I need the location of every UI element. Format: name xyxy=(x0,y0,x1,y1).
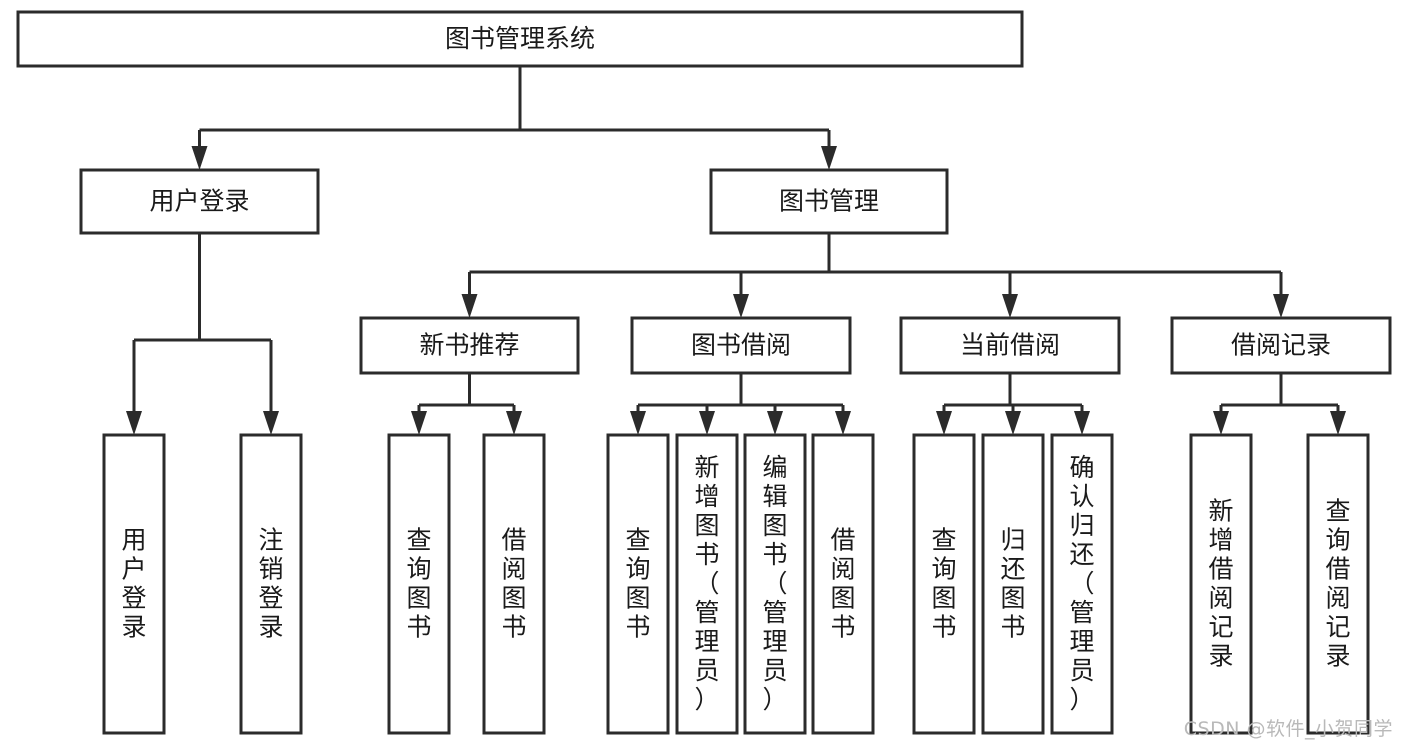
node-box xyxy=(1050,433,1114,735)
arrow-head-icon xyxy=(767,411,783,435)
node-box xyxy=(359,316,580,375)
node-box xyxy=(1189,433,1253,735)
node-recommend-query-book[interactable]: 查询图书 xyxy=(387,433,451,735)
arrow-head-icon xyxy=(1074,411,1090,435)
node-label: 借阅图书 xyxy=(830,526,855,642)
node-records-add-record[interactable]: 新增借阅记录 xyxy=(1189,433,1253,735)
arrow-head-icon xyxy=(733,294,749,318)
node-box xyxy=(630,316,852,375)
arrow-head-icon xyxy=(1213,411,1229,435)
node-box xyxy=(743,433,807,735)
arrow-head-icon xyxy=(461,294,478,318)
node-label: 图书管理系统 xyxy=(445,24,595,53)
node-borrow-edit-book[interactable]: 编辑图书（管理员） xyxy=(743,433,807,735)
node-label: 当前借阅 xyxy=(960,331,1060,360)
arrow-head-icon xyxy=(699,411,715,435)
node-box xyxy=(899,316,1121,375)
node-root[interactable]: 图书管理系统 xyxy=(16,10,1024,68)
arrow-head-icon xyxy=(821,146,837,170)
arrow-head-icon xyxy=(263,411,279,435)
node-label: 图书管理 xyxy=(779,187,879,216)
arrow-head-icon xyxy=(1005,411,1021,435)
node-book-borrow[interactable]: 图书借阅 xyxy=(630,316,852,375)
node-current-borrow[interactable]: 当前借阅 xyxy=(899,316,1121,375)
node-current-query-book[interactable]: 查询图书 xyxy=(912,433,976,735)
node-label: 查询借阅记录 xyxy=(1325,497,1350,671)
node-box xyxy=(912,433,976,735)
arrow-head-icon xyxy=(506,411,522,435)
node-label: 借阅记录 xyxy=(1231,331,1331,360)
node-label: 查询图书 xyxy=(406,526,431,642)
node-box xyxy=(811,433,875,735)
node-label: 查询图书 xyxy=(931,526,956,642)
node-current-confirm-return[interactable]: 确认归还（管理员） xyxy=(1050,433,1114,735)
node-leaf-user-logout[interactable]: 注销登录 xyxy=(239,433,303,735)
watermark-label: CSDN @软件_小贺同学 xyxy=(1183,718,1393,740)
arrow-head-icon xyxy=(1002,294,1018,318)
node-book-management[interactable]: 图书管理 xyxy=(709,168,949,235)
node-borrow-query-book[interactable]: 查询图书 xyxy=(606,433,670,735)
node-label: 归还图书 xyxy=(1000,526,1025,642)
node-leaf-user-login[interactable]: 用户登录 xyxy=(102,433,166,735)
node-current-return-book[interactable]: 归还图书 xyxy=(981,433,1045,735)
node-box xyxy=(606,433,670,735)
connectors-layer xyxy=(126,66,1346,435)
node-box xyxy=(102,433,166,735)
node-box xyxy=(387,433,451,735)
node-label: 借阅图书 xyxy=(501,526,526,642)
node-borrow-borrow-book[interactable]: 借阅图书 xyxy=(811,433,875,735)
node-label: 新增借阅记录 xyxy=(1208,497,1233,671)
node-box xyxy=(16,10,1024,68)
arrow-head-icon xyxy=(191,146,208,170)
node-box xyxy=(1170,316,1392,375)
node-borrow-records[interactable]: 借阅记录 xyxy=(1170,316,1392,375)
node-box xyxy=(675,433,739,735)
node-label: 用户登录 xyxy=(149,187,249,216)
node-box xyxy=(1306,433,1370,735)
node-label: 新增图书（管理员） xyxy=(694,453,719,714)
node-label: 查询图书 xyxy=(625,526,650,642)
arrow-head-icon xyxy=(411,411,427,435)
arrow-head-icon xyxy=(126,411,142,435)
node-records-query-record[interactable]: 查询借阅记录 xyxy=(1306,433,1370,735)
node-label: 确认归还（管理员） xyxy=(1069,453,1094,714)
nodes-layer: 图书管理系统用户登录用户登录注销登录图书管理新书推荐查询图书借阅图书图书借阅查询… xyxy=(16,10,1392,735)
node-new-book-recommend[interactable]: 新书推荐 xyxy=(359,316,580,375)
node-box xyxy=(709,168,949,235)
arrow-head-icon xyxy=(936,411,952,435)
node-box xyxy=(79,168,320,235)
node-label: 注销登录 xyxy=(258,526,283,642)
node-user-login[interactable]: 用户登录 xyxy=(79,168,320,235)
node-label: 用户登录 xyxy=(121,526,146,642)
node-recommend-borrow-book[interactable]: 借阅图书 xyxy=(482,433,546,735)
node-label: 编辑图书（管理员） xyxy=(762,453,787,714)
arrow-head-icon xyxy=(630,411,646,435)
node-box xyxy=(482,433,546,735)
node-borrow-add-book[interactable]: 新增图书（管理员） xyxy=(675,433,739,735)
arrow-head-icon xyxy=(1273,294,1289,318)
arrow-head-icon xyxy=(835,411,851,435)
node-label: 图书借阅 xyxy=(691,331,791,360)
node-box xyxy=(239,433,303,735)
node-box xyxy=(981,433,1045,735)
arrow-head-icon xyxy=(1330,411,1346,435)
node-label: 新书推荐 xyxy=(419,331,519,360)
